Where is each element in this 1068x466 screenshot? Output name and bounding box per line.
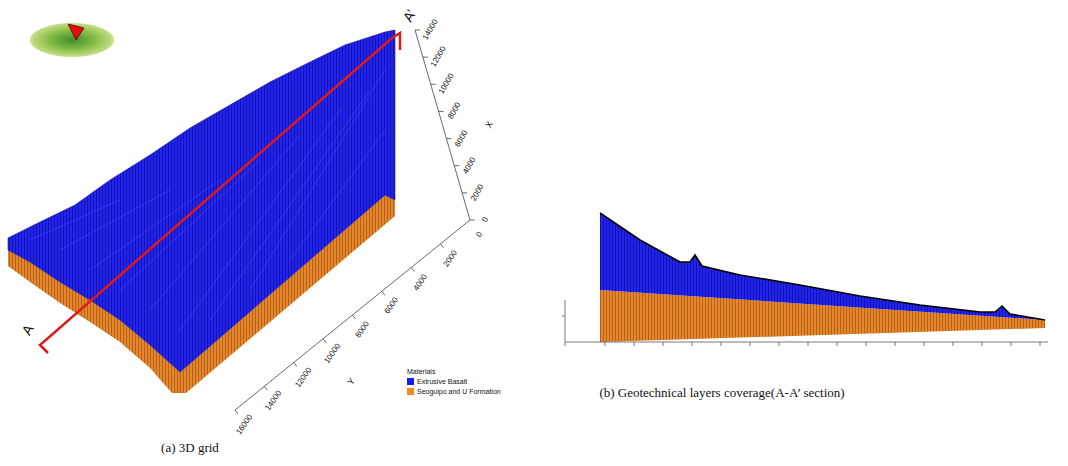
- axis-tick-label: 6000: [454, 129, 471, 149]
- panel-caption: (b) Geotechnical layers coverage(A-A’ se…: [599, 386, 844, 400]
- legend-text: Seoguipo and U Formation: [417, 388, 501, 395]
- axis-tick-label: 6000: [383, 296, 400, 316]
- section-end-label: A’: [400, 7, 419, 25]
- axis-tick: [605, 342, 1040, 346]
- axis-tick-label: 0: [475, 231, 485, 240]
- axis-tick-label: 4000: [462, 156, 479, 176]
- axis-tick-label: 10000: [323, 342, 343, 365]
- island-inset: [30, 23, 114, 57]
- legend-swatch: [407, 378, 414, 385]
- grid-axis: [235, 30, 470, 410]
- axis-tick-label: 14000: [422, 18, 441, 42]
- section-axis: [562, 300, 1048, 346]
- location-marker: [68, 24, 84, 40]
- legend-swatch: [407, 388, 414, 395]
- legend-title: Materials: [407, 368, 435, 376]
- axis-tick-label: 12000: [294, 366, 314, 389]
- legend-text: Extrusive Basalt: [417, 378, 467, 385]
- axis-tick-label: 10000: [437, 72, 456, 96]
- basalt-layer: [600, 213, 1045, 320]
- axis-tick-label: 16000: [235, 413, 255, 436]
- axis-tick-label: 14000: [264, 390, 284, 413]
- axis-tick-label: 2000: [470, 183, 487, 203]
- axis-tick-label: 8000: [446, 102, 463, 122]
- axis-title: Y: [346, 377, 358, 388]
- section-end-label: A: [19, 322, 37, 338]
- axis-tick-label: 12000: [429, 45, 448, 69]
- legend-entry: Seoguipo and U Formation: [407, 388, 501, 395]
- ground-surface: [600, 213, 1045, 320]
- axis-tick-label: 2000: [442, 249, 459, 269]
- legend-entry: Extrusive Basalt: [407, 378, 467, 385]
- axis-title: X: [484, 120, 496, 130]
- axis-tick: [235, 30, 475, 414]
- axis-tick-label: 0: [481, 216, 491, 224]
- section-line: [40, 33, 400, 353]
- panel-caption: (a) 3D grid: [161, 441, 219, 455]
- axis-tick-label: 4000: [413, 273, 430, 293]
- axis-tick-label: 8000: [354, 320, 371, 340]
